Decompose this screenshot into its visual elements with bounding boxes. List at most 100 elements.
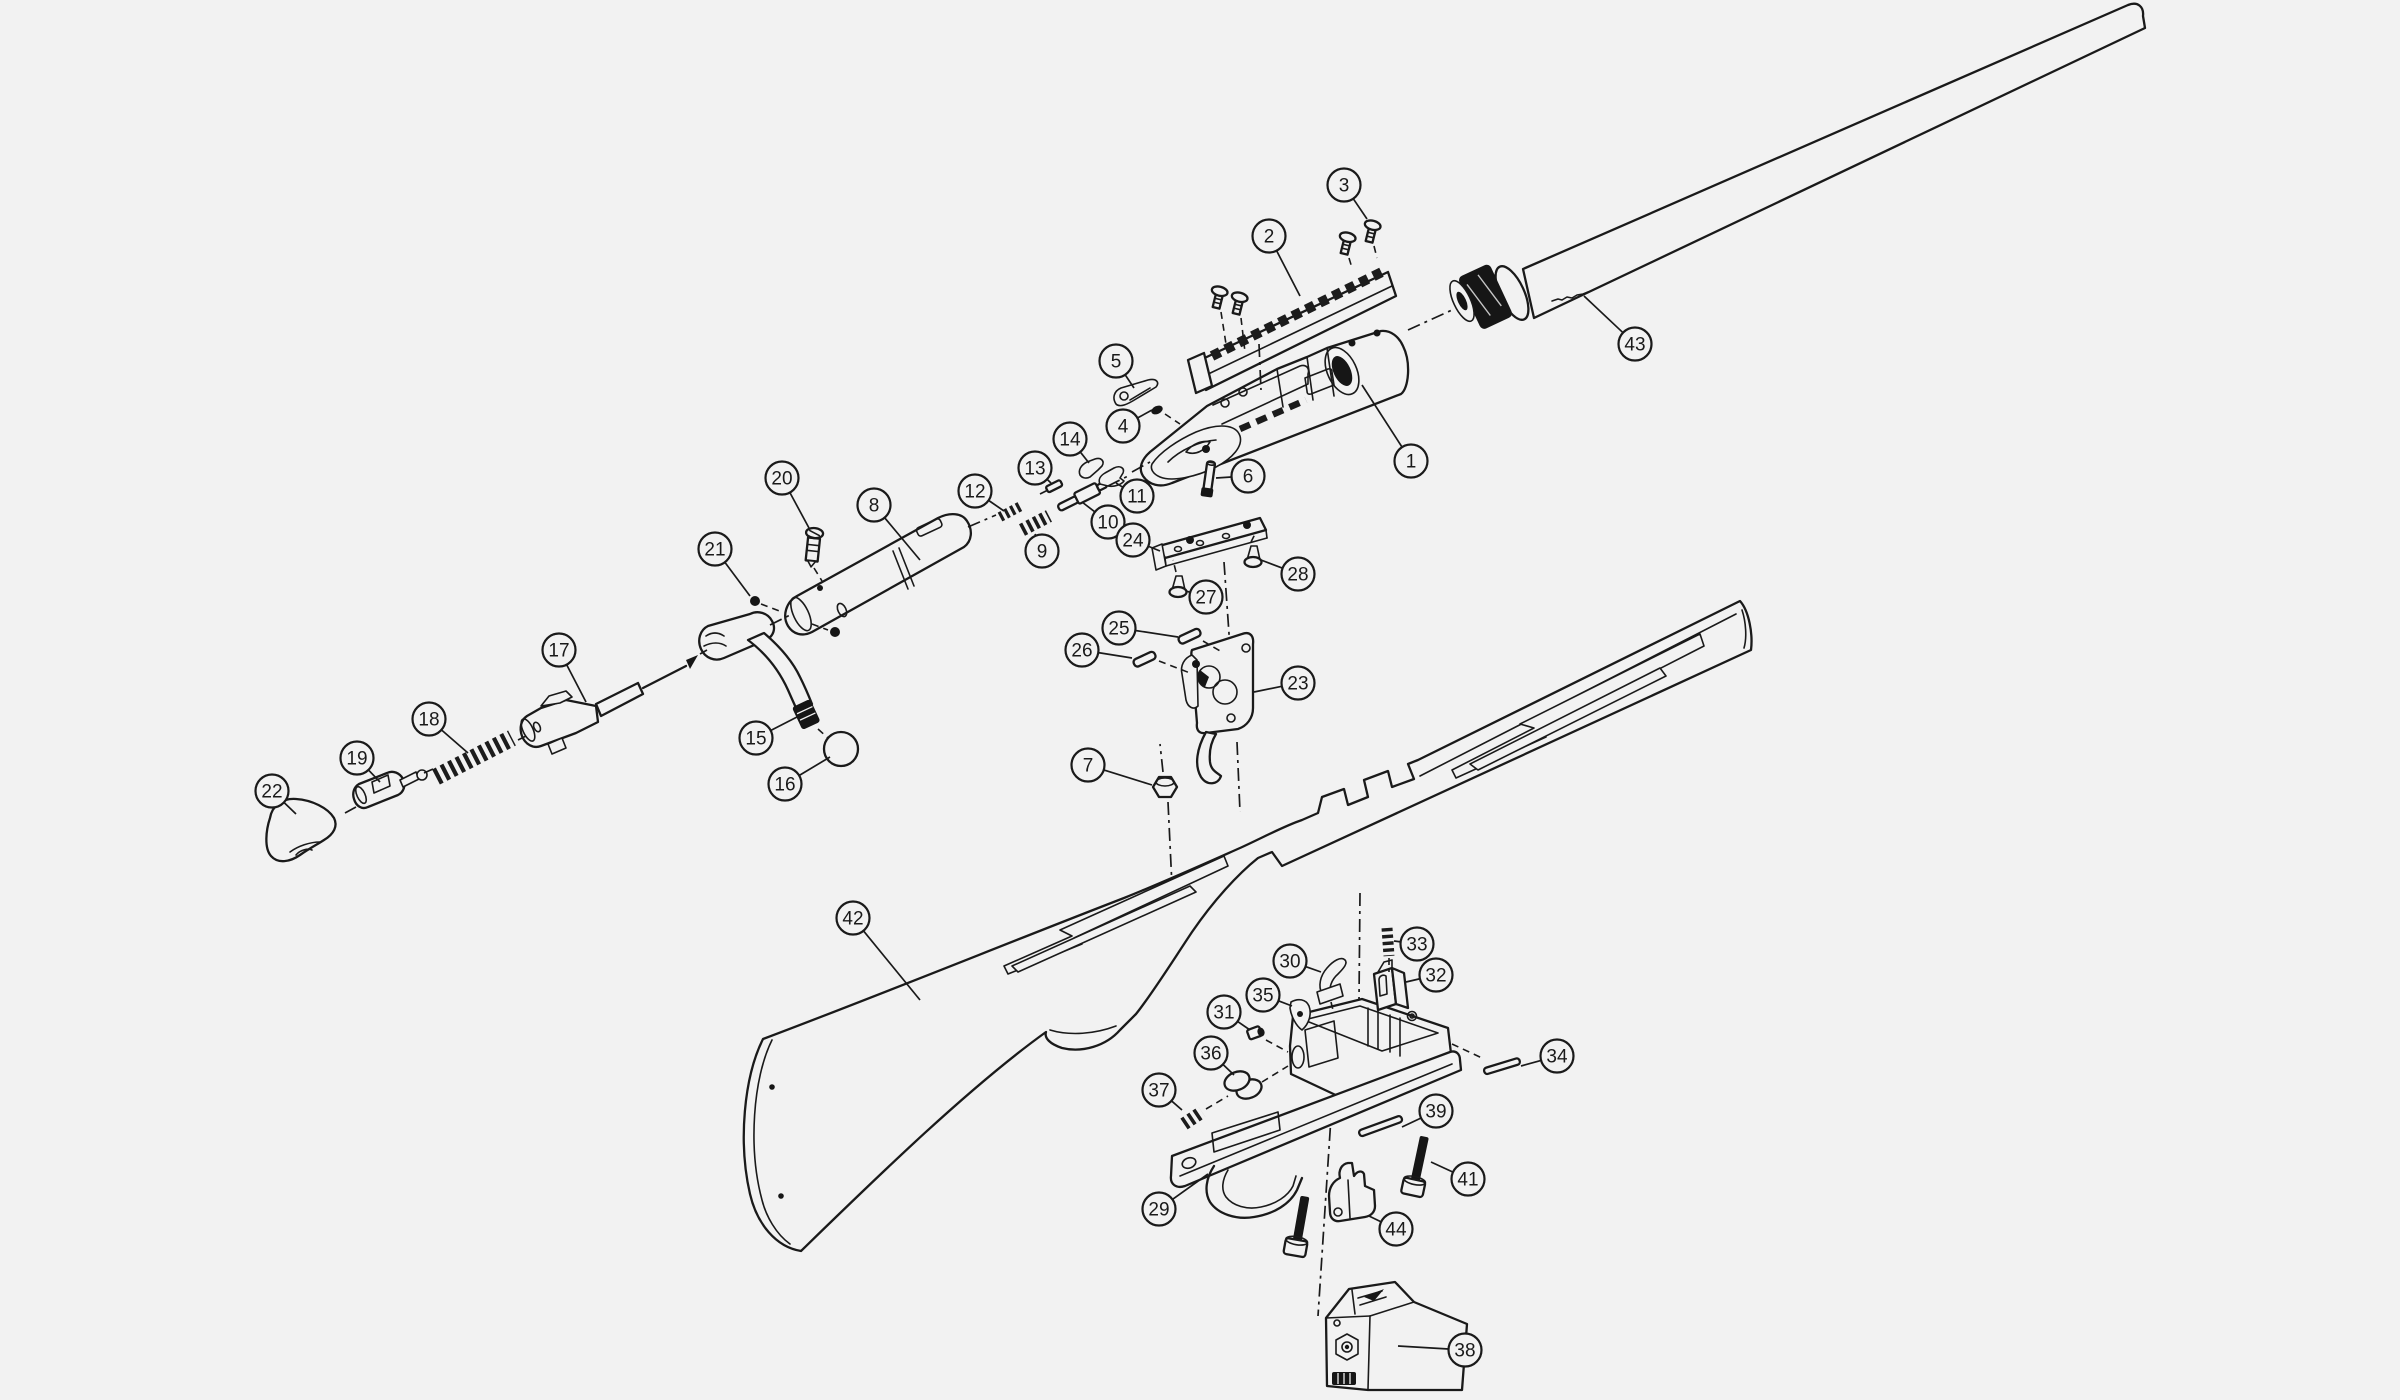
stock <box>742 599 1753 1253</box>
trigger-guard-assembly <box>1169 927 1522 1259</box>
callout-26: 26 <box>1064 632 1133 668</box>
long-pin <box>1482 1057 1522 1076</box>
svg-text:22: 22 <box>261 782 282 803</box>
svg-text:37: 37 <box>1148 1081 1169 1102</box>
callout-17: 17 <box>541 632 587 703</box>
cartridge-guide <box>1113 378 1159 407</box>
svg-text:7: 7 <box>1083 756 1094 777</box>
svg-text:27: 27 <box>1195 588 1216 609</box>
rotary-magazine <box>1324 1280 1469 1392</box>
recoil-buffer <box>352 769 428 810</box>
callout-18: 18 <box>411 701 469 754</box>
svg-text:31: 31 <box>1213 1003 1234 1024</box>
svg-text:9: 9 <box>1037 542 1048 563</box>
svg-text:21: 21 <box>704 540 725 561</box>
callout-23: 23 <box>1253 665 1316 701</box>
svg-text:28: 28 <box>1287 565 1308 586</box>
svg-text:23: 23 <box>1287 674 1308 695</box>
callout-37: 37 <box>1141 1072 1183 1111</box>
trigger-pin-upper <box>1177 627 1202 645</box>
callout-38: 38 <box>1397 1332 1483 1368</box>
callout-27: 27 <box>1185 579 1224 615</box>
svg-text:15: 15 <box>745 729 766 750</box>
svg-text:34: 34 <box>1546 1047 1568 1068</box>
barrel-knurled-band <box>1458 264 1512 329</box>
plug-spring <box>1180 1106 1206 1130</box>
callout-39: 39 <box>1401 1093 1454 1129</box>
callout-14: 14 <box>1052 421 1090 464</box>
svg-text:43: 43 <box>1624 335 1645 356</box>
callout-33: 33 <box>1393 926 1435 962</box>
barrel-outline <box>1521 2 2147 320</box>
svg-text:6: 6 <box>1243 467 1254 488</box>
detent-ball-2 <box>830 627 840 637</box>
guard-pin <box>1357 1115 1404 1138</box>
svg-text:42: 42 <box>842 909 863 930</box>
rail-screw-1 <box>1210 285 1229 310</box>
bolt-knob <box>822 730 860 768</box>
callout-10: 10 <box>1081 501 1126 540</box>
bedding-rail <box>1151 516 1268 649</box>
svg-text:1: 1 <box>1406 452 1417 473</box>
callout-13: 13 <box>1017 450 1053 486</box>
svg-text:24: 24 <box>1122 531 1144 552</box>
callout-20: 20 <box>764 460 810 529</box>
svg-text:14: 14 <box>1059 430 1081 451</box>
guard-bow <box>1205 1164 1304 1219</box>
callout-36: 36 <box>1193 1035 1235 1076</box>
svg-text:36: 36 <box>1200 1044 1221 1065</box>
rail-mount-screw-front <box>1168 575 1188 599</box>
callout-3: 3 <box>1326 167 1368 220</box>
trigger-assembly <box>1132 627 1255 887</box>
callout-6: 6 <box>1215 458 1266 494</box>
rail-screw-4 <box>1363 219 1382 244</box>
barrel-engraving <box>1551 291 1589 302</box>
svg-text:17: 17 <box>548 641 569 662</box>
callout-8: 8 <box>856 487 921 561</box>
action-screw-rear <box>1400 1136 1429 1199</box>
handle-thread-section <box>792 699 820 730</box>
callout-34: 34 <box>1520 1038 1575 1074</box>
stock-outline <box>742 599 1753 1253</box>
callout-11: 11 <box>1115 478 1155 514</box>
trigger-blade <box>1195 730 1223 785</box>
latch-block <box>1372 959 1410 1012</box>
spring-9 <box>1019 510 1052 536</box>
svg-text:44: 44 <box>1385 1220 1407 1241</box>
svg-text:26: 26 <box>1071 641 1092 662</box>
callout-41: 41 <box>1430 1161 1486 1197</box>
takedown-nut <box>1151 775 1179 799</box>
ejector-pin <box>1200 460 1217 498</box>
svg-text:19: 19 <box>346 749 367 770</box>
svg-text:13: 13 <box>1024 459 1045 480</box>
svg-text:12: 12 <box>964 482 985 503</box>
callout-9: 9 <box>1024 533 1060 569</box>
svg-text:18: 18 <box>418 710 439 731</box>
extractor-claw <box>1078 457 1104 479</box>
svg-text:4: 4 <box>1118 417 1129 438</box>
grip-cap-line <box>1049 1025 1117 1035</box>
callout-44: 44 <box>1368 1211 1414 1247</box>
svg-text:8: 8 <box>869 496 880 517</box>
callout-28: 28 <box>1260 556 1316 592</box>
svg-text:41: 41 <box>1457 1170 1478 1191</box>
bolt-bore <box>1331 356 1353 386</box>
scope-rail <box>1186 219 1398 395</box>
set-screw <box>1246 1025 1289 1053</box>
callout-4: 4 <box>1105 408 1153 444</box>
svg-text:38: 38 <box>1454 1341 1475 1362</box>
callout-35: 35 <box>1245 977 1293 1013</box>
trigger-pin-lower <box>1132 650 1157 668</box>
svg-text:20: 20 <box>771 469 792 490</box>
callout-15: 15 <box>738 716 798 756</box>
receiver <box>1139 329 1410 487</box>
callout-42: 42 <box>835 900 921 1001</box>
svg-text:5: 5 <box>1111 352 1122 373</box>
callout-22: 22 <box>254 773 297 815</box>
svg-text:25: 25 <box>1108 619 1129 640</box>
ejector-bracket <box>1327 1161 1377 1223</box>
callout-21: 21 <box>697 531 751 597</box>
barrel <box>1449 2 2147 329</box>
svg-text:10: 10 <box>1097 513 1118 534</box>
